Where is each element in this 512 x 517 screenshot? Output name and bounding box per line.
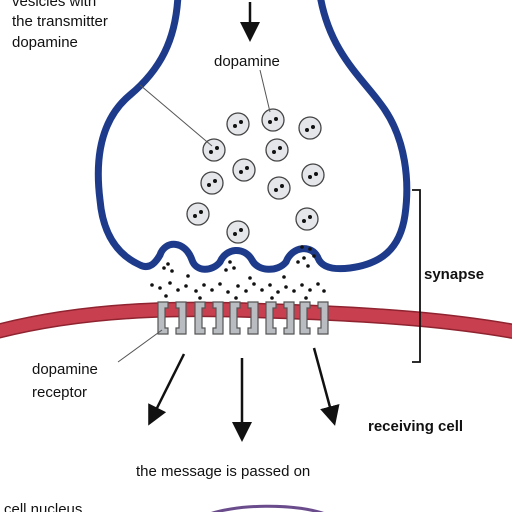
vesicle — [232, 158, 256, 182]
synapse-bracket — [412, 189, 421, 363]
receptor — [157, 301, 187, 335]
receptor-label-line1: dopamine — [32, 361, 98, 378]
receptor — [265, 301, 295, 335]
vesicle — [202, 138, 226, 162]
message-arrow-left — [148, 353, 186, 426]
vesicle — [301, 163, 325, 187]
vesicle — [186, 202, 210, 226]
dopamine-label: dopamine — [214, 53, 280, 70]
vesicle — [267, 176, 291, 200]
receptor — [194, 301, 224, 335]
vesicle — [261, 108, 285, 132]
dopamine-leader-line — [259, 69, 271, 113]
vesicle — [226, 112, 250, 136]
dopamine-molecules — [150, 245, 326, 300]
vesicle — [295, 207, 319, 231]
presynaptic-terminal — [94, 0, 411, 273]
vesicle — [200, 171, 224, 195]
message-label: the message is passed on — [136, 463, 310, 480]
vesicle — [298, 116, 322, 140]
receptor-label-line2: receptor — [32, 384, 87, 401]
receptor-group — [157, 301, 329, 335]
vesicles-label-line1: vesicles with — [12, 0, 96, 10]
cell-nucleus-label: cell nucleus — [4, 501, 82, 512]
synapse-label: synapse — [424, 266, 484, 283]
receptor — [299, 301, 329, 335]
receptor-leader-line — [117, 329, 163, 363]
vesicles-label-line3: dopamine — [12, 34, 78, 51]
vesicle — [226, 220, 250, 244]
vesicle-leader-line — [139, 84, 213, 147]
cell-nucleus-edge — [204, 504, 331, 517]
vesicles-label-line2: the transmitter — [12, 13, 108, 30]
vesicle-group — [186, 108, 325, 244]
message-arrow-right — [312, 347, 340, 426]
receptor — [229, 301, 259, 335]
receiving-cell-label: receiving cell — [368, 418, 463, 435]
vesicle — [265, 138, 289, 162]
